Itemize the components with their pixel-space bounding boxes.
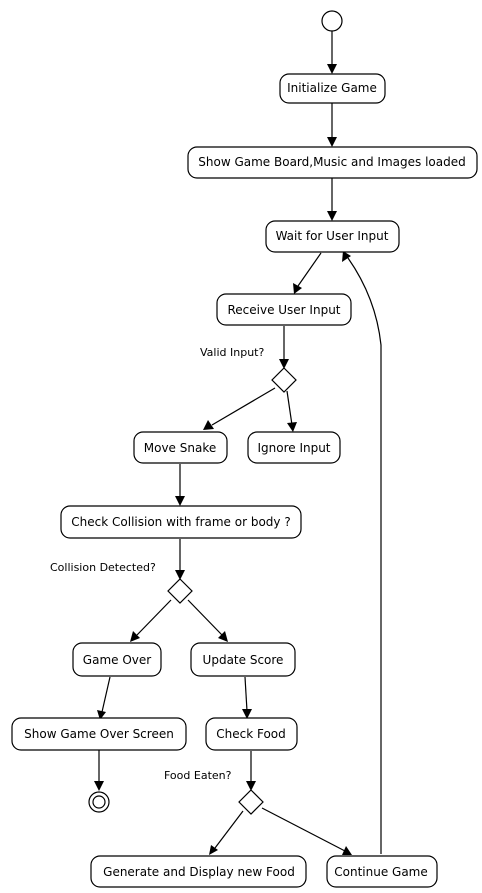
activity-label: Continue Game	[334, 865, 428, 879]
decision-food-eaten: Food Eaten?	[164, 769, 264, 815]
decision-label: Food Eaten?	[164, 769, 232, 782]
activity-label: Generate and Display new Food	[103, 865, 295, 879]
edge-decision-update-score	[187, 599, 223, 636]
arrow-head	[327, 64, 337, 74]
arrow-head	[279, 359, 289, 369]
activity-update-score: Update Score	[190, 642, 296, 677]
arrow-head	[175, 570, 185, 580]
arrow-head	[327, 137, 337, 147]
end-node	[88, 791, 110, 813]
decision-label: Collision Detected?	[50, 561, 156, 574]
activity-label: Receive User Input	[227, 303, 340, 317]
edge-decision-move	[211, 387, 276, 426]
arrow-head	[342, 251, 351, 262]
arrow-head	[175, 496, 185, 506]
arrow-head	[287, 422, 297, 432]
activity-game-over: Game Over	[72, 642, 162, 677]
activity-label: Show Game Over Screen	[24, 727, 174, 741]
arrow-head	[209, 845, 218, 855]
start-node	[321, 10, 343, 32]
activity-label: Check Collision with frame or body ?	[71, 515, 290, 529]
activity-check-collision: Check Collision with frame or body ?	[60, 505, 302, 539]
activity-label: Move Snake	[144, 441, 216, 455]
activity-check-food: Check Food	[205, 717, 298, 751]
edge-game-over-show-screen	[101, 676, 111, 713]
arrow-head	[293, 283, 302, 294]
activity-label: Initialize Game	[287, 81, 377, 95]
edge-update-score-check-food	[244, 676, 248, 712]
activity-show-game-over-screen: Show Game Over Screen	[11, 717, 187, 751]
activity-initialize-game: Initialize Game	[279, 73, 386, 104]
edge-decision-ignore	[286, 390, 293, 426]
arrow-head	[246, 781, 256, 791]
arrow-head	[130, 631, 140, 642]
activity-label: Ignore Input	[257, 441, 330, 455]
activity-label: Update Score	[203, 653, 284, 667]
edge-wait-receive	[297, 252, 322, 287]
activity-label: Game Over	[83, 653, 151, 667]
edge-decision-game-over	[136, 599, 172, 636]
activity-label: Show Game Board,Music and Images loaded	[198, 155, 465, 169]
activity-move-snake: Move Snake	[133, 431, 228, 464]
activity-continue-game: Continue Game	[326, 855, 438, 888]
arrow-head	[218, 631, 228, 642]
decision-label: Valid Input?	[200, 346, 264, 359]
activity-ignore-input: Ignore Input	[247, 431, 341, 464]
edge-decision-continue	[261, 807, 346, 852]
activity-label: Wait for User Input	[276, 229, 389, 243]
activity-generate-new-food: Generate and Display new Food	[90, 855, 307, 888]
arrow-head	[327, 211, 337, 221]
activity-wait-for-user-input: Wait for User Input	[265, 220, 400, 253]
edge-decision-generate-food	[214, 810, 244, 849]
decision-collision-detected: Collision Detected?	[50, 561, 193, 604]
arrow-head	[203, 420, 214, 430]
arrow-head	[94, 781, 104, 791]
arrow-head	[242, 709, 252, 719]
activity-show-game-board: Show Game Board,Music and Images loaded	[187, 146, 478, 179]
arrow-head	[342, 846, 352, 855]
edge-continue-loop-back	[347, 257, 382, 854]
decision-valid-input: Valid Input?	[200, 346, 297, 393]
activity-receive-user-input: Receive User Input	[216, 293, 352, 326]
edges	[94, 31, 382, 855]
activity-label: Check Food	[216, 727, 286, 741]
